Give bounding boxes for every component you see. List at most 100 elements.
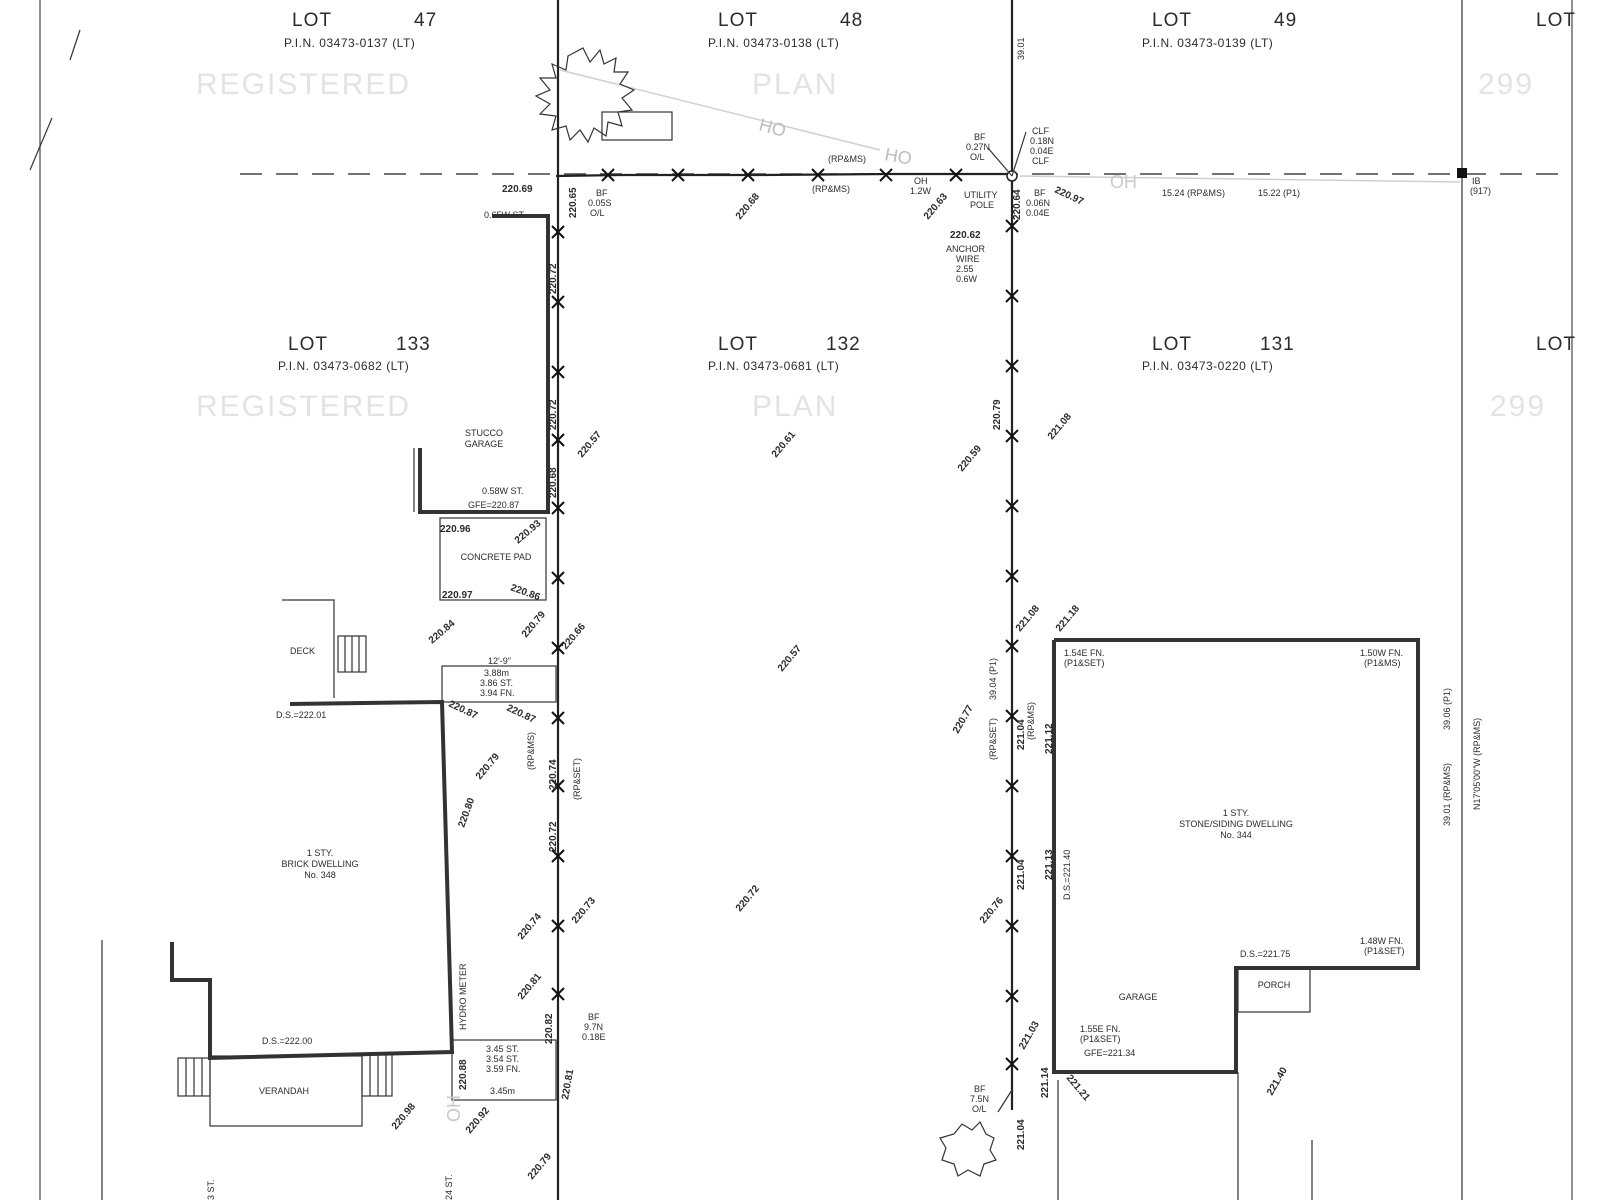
bf-4: BF xyxy=(588,1012,600,1022)
elev: 220.88 xyxy=(458,1059,469,1090)
brick-dwelling-outline xyxy=(170,699,455,1061)
dimension-box-bottom xyxy=(451,1039,557,1101)
rpset-c: (RP&MS) xyxy=(526,732,536,770)
utility-label-2: POLE xyxy=(970,200,994,210)
watermark-plan-mid: PLAN xyxy=(752,390,838,423)
elev: 220.73 xyxy=(570,895,598,926)
elev: 221.08 xyxy=(1014,603,1042,634)
lot-word: LOT xyxy=(292,10,332,31)
rpset-b: (RP&MS) xyxy=(1026,702,1036,740)
elev: 220.79 xyxy=(474,751,502,782)
bf-1-a: 0.05S xyxy=(588,198,612,208)
elev: 220.72 xyxy=(548,399,559,430)
elev: 220.68 xyxy=(548,467,559,498)
fence-post-x-icon xyxy=(551,225,565,239)
fence-post-x-icon xyxy=(1005,569,1019,583)
watermark-299-top: 299 xyxy=(1478,68,1534,101)
elev: 220.74 xyxy=(548,759,559,790)
bf-leader xyxy=(987,147,1013,177)
oh-right-label: OH xyxy=(1110,172,1137,192)
overhead-wire-faint-b xyxy=(1019,175,1461,183)
rpms-1: (RP&MS) xyxy=(828,154,866,164)
clf-a: 0.18N xyxy=(1030,136,1054,146)
elev: 221.04 xyxy=(1016,719,1027,750)
anchor-label: ANCHOR xyxy=(946,244,986,254)
dim-386: 3.86 ST. xyxy=(480,678,513,688)
fence-post-x-icon xyxy=(671,168,685,182)
rpset-a: (RP&SET) xyxy=(988,718,998,760)
elev: 220.77 xyxy=(951,703,976,735)
tree-canopy xyxy=(534,47,636,144)
ds-222-00: D.S.=222.00 xyxy=(262,1036,312,1046)
verandah-stairs-right xyxy=(361,1053,393,1097)
stucco-garage-outline xyxy=(418,214,550,514)
anchor-dist: 2.55 xyxy=(956,264,974,274)
gfe-220-87: GFE=220.87 xyxy=(468,500,519,510)
fence-post-x-icon xyxy=(551,779,565,793)
elev: 220.72 xyxy=(548,821,559,852)
bf-2-b: O/L xyxy=(970,152,985,162)
lot-word: LOT xyxy=(718,334,758,355)
oh-bottom-left: OH xyxy=(444,1095,464,1122)
stone-dwelling-label: 1 STY. STONE/SIDING DWELLING No. 344 xyxy=(1179,808,1293,840)
diagonal-mark-a xyxy=(69,29,81,61)
fence-post-x-icon xyxy=(1005,919,1019,933)
line1: 1 STY. xyxy=(1223,808,1249,818)
lot-edge-label-mid: LOT xyxy=(1536,334,1576,355)
elev: 220.79 xyxy=(992,399,1003,430)
lot-pin: P.I.N. 03473-0139 (LT) xyxy=(1142,36,1273,50)
elev: 220.79 xyxy=(520,609,548,640)
elev: 221.04 xyxy=(1016,1119,1027,1150)
watermark-299-mid: 299 xyxy=(1490,390,1546,423)
ho-label-2: HO xyxy=(883,144,913,168)
lot-132-label: LOT 132 P.I.N. 03473-0681 (LT) xyxy=(708,334,860,373)
offset-058w: 0.58W ST. xyxy=(482,486,524,496)
lot-number: 133 xyxy=(396,334,431,355)
elev: 221.40 xyxy=(1265,1065,1290,1097)
right-bearing: N17'05'00"W (RP&MS) xyxy=(1472,718,1482,810)
fence-post-x-icon xyxy=(551,987,565,1001)
fence-post-x-icon xyxy=(551,365,565,379)
shed-box xyxy=(601,111,673,141)
lot-47-label: LOT 47 P.I.N. 03473-0137 (LT) xyxy=(284,10,436,50)
elev: 220.98 xyxy=(390,1101,418,1132)
dim-345: 3.45 ST. xyxy=(486,1044,519,1054)
lot-pin: P.I.N. 03473-0682 (LT) xyxy=(278,359,409,373)
fn-154e-b: (P1&SET) xyxy=(1064,658,1105,668)
line3: No. 348 xyxy=(304,870,336,880)
elev: 220.57 xyxy=(576,429,604,460)
brick-dwelling-label: 1 STY. BRICK DWELLING No. 348 xyxy=(281,848,358,880)
elev: 220.96 xyxy=(440,524,471,535)
lot-word: LOT xyxy=(1152,10,1192,31)
line1: 1 STY. xyxy=(307,848,333,858)
oh-dist-small: 1.2W xyxy=(910,186,932,196)
elev: 220.84 xyxy=(427,618,458,646)
lot-word: LOT xyxy=(288,334,328,355)
deck-label: DECK xyxy=(290,646,315,656)
clf-b: 0.04E xyxy=(1030,146,1054,156)
ho-label-1: HO xyxy=(757,115,788,141)
elev: 220.61 xyxy=(770,429,798,460)
elev: 220.72 xyxy=(734,883,762,914)
diagonal-mark-b xyxy=(29,117,53,171)
stucco-garage-label: STUCCO GARAGE xyxy=(465,428,504,449)
lot-word: LOT xyxy=(718,10,758,31)
fence-post-x-icon xyxy=(551,919,565,933)
dim-12ft: 12'-9" xyxy=(488,656,511,666)
elev: 220.79 xyxy=(526,1151,554,1182)
fence-post-x-icon xyxy=(1005,989,1019,1003)
lot-number: 48 xyxy=(840,10,863,31)
fence-post-x-icon xyxy=(1005,359,1019,373)
elev: 221.04 xyxy=(1016,859,1027,890)
st-bottom-left-1: 3 ST. xyxy=(206,1179,216,1200)
fence-post-x-icon xyxy=(1005,849,1019,863)
elev: 220.97 xyxy=(442,590,473,601)
utility-label-1: UTILITY xyxy=(964,190,998,200)
elev: 221.12 xyxy=(1044,723,1055,754)
lot-number: 49 xyxy=(1274,10,1297,31)
fence-post-x-icon xyxy=(551,501,565,515)
overhead-wire-faint-a xyxy=(559,69,881,151)
bf-5-b: O/L xyxy=(972,1104,987,1114)
bf-5-a: 7.5N xyxy=(970,1094,989,1104)
fence-post-markers xyxy=(551,168,1019,1071)
